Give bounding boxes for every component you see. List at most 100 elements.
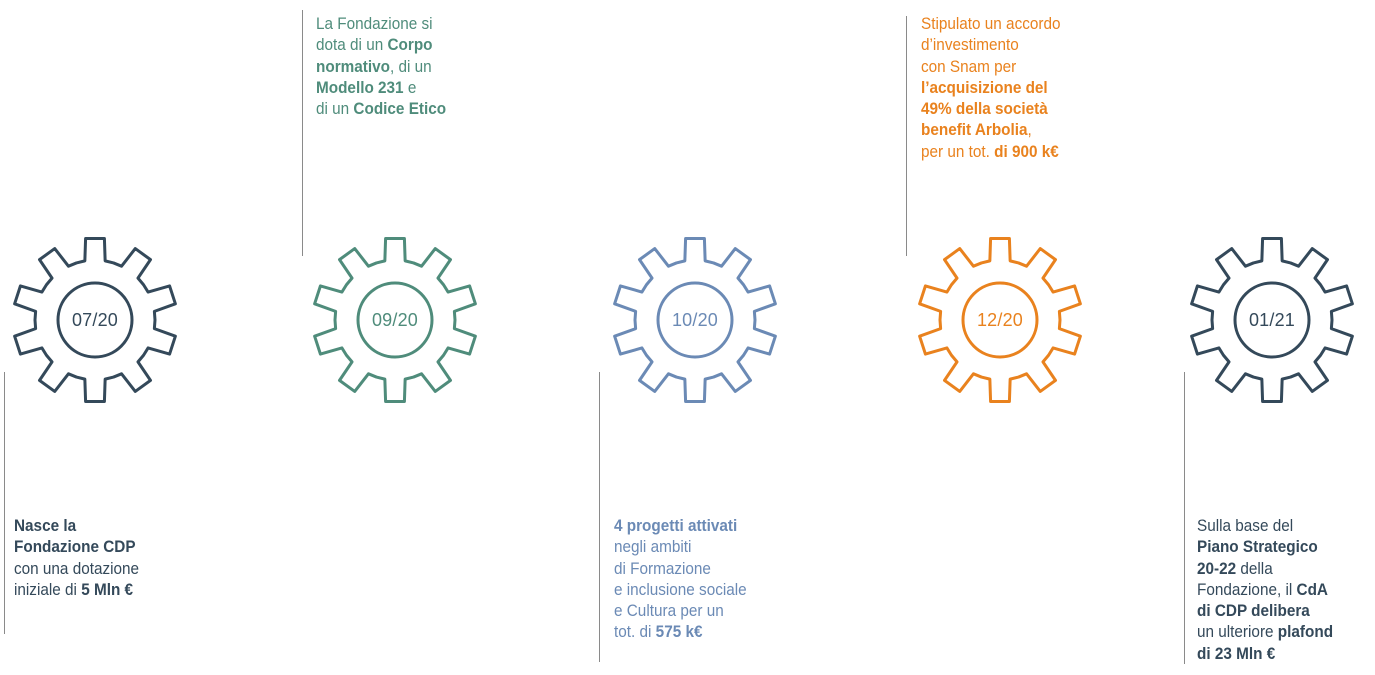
gear-10-20: 10/20 (607, 232, 783, 408)
text-line: di CDP delibera (1197, 600, 1333, 621)
gear-icon (1190, 237, 1354, 403)
milestone-date: 07/20 (71, 309, 119, 330)
bold-run: di 900 k€ (994, 141, 1059, 161)
gear-inner-ring (961, 281, 1039, 359)
gear-inner-ring (56, 281, 134, 359)
gear-inner-ring (1233, 281, 1311, 359)
text-line: e inclusione sociale (614, 579, 747, 600)
bold-run: normativo (316, 56, 390, 76)
text-run: Stipulato un accordo (921, 14, 1061, 33)
text-line: iniziale di 5 Mln € (14, 579, 139, 600)
connector-line-10-20 (599, 372, 600, 662)
milestone-date: 01/21 (1248, 309, 1296, 330)
text-line: con una dotazione (14, 558, 139, 579)
bold-run: CdA (1296, 579, 1328, 599)
gear-07-20: 07/20 (7, 232, 183, 408)
gear-inner-ring (656, 281, 734, 359)
text-line: 4 progetti attivati (614, 515, 747, 536)
bold-run: Modello 231 (316, 77, 404, 97)
text-line: 20-22 della (1197, 558, 1333, 579)
bold-run: 49% della società (921, 99, 1048, 119)
milestone-date: 12/20 (976, 309, 1024, 330)
gear-icon (13, 237, 177, 403)
text-line: dota di un Corpo (316, 34, 446, 55)
gear-outline (1190, 237, 1354, 403)
connector-line-07-20 (4, 372, 5, 634)
text-line: per un tot. di 900 k€ (921, 141, 1061, 162)
text-run: e inclusione sociale (614, 579, 747, 599)
text-line: Sulla base del (1197, 515, 1333, 536)
gear-icon (613, 237, 777, 403)
bold-run: 4 progetti attivati (614, 516, 738, 535)
connector-line-12-20 (906, 16, 907, 256)
gear-01-21: 01/21 (1184, 232, 1360, 408)
gear-outline (918, 237, 1082, 403)
text-line: La Fondazione si (316, 13, 446, 34)
text-line: Modello 231 e (316, 77, 446, 98)
text-run: e Cultura per un (614, 601, 724, 621)
text-run: e (403, 77, 417, 97)
bold-run: di 23 Mln € (1197, 643, 1276, 663)
text-run: d’investimento (921, 35, 1019, 55)
text-line: Piano Strategico (1197, 536, 1333, 557)
text-line: e Cultura per un (614, 600, 747, 621)
gear-outline (313, 237, 477, 403)
text-run: della (1236, 558, 1273, 578)
text-run: per un tot. (921, 141, 995, 161)
text-line: con Snam per (921, 56, 1061, 77)
bold-run: Nasce la (14, 516, 77, 535)
text-line: di Formazione (614, 558, 747, 579)
text-run: negli ambiti (614, 537, 692, 557)
text-line: 49% della società (921, 98, 1061, 119)
text-run: di Formazione (614, 558, 711, 578)
text-line: di un Codice Etico (316, 98, 446, 119)
bold-run: Fondazione CDP (14, 537, 136, 557)
text-line: Fondazione CDP (14, 536, 139, 557)
bold-run: Corpo (387, 35, 433, 55)
text-line: d’investimento (921, 34, 1061, 55)
bold-run: 5 Mln € (81, 579, 134, 599)
text-run: Sulla base del (1197, 516, 1294, 535)
text-run: con una dotazione (14, 558, 140, 578)
text-line: l’acquisizione del (921, 77, 1061, 98)
gear-09-20: 09/20 (307, 232, 483, 408)
text-run: Fondazione, il (1197, 579, 1297, 599)
bold-run: benefit Arbolia (921, 120, 1028, 140)
text-run: La Fondazione si (316, 14, 433, 33)
text-run: , (1027, 120, 1032, 140)
milestone-date: 10/20 (671, 309, 719, 330)
bold-run: di CDP delibera (1197, 601, 1310, 621)
bold-run: Codice Etico (353, 99, 447, 119)
bold-run: 20-22 (1197, 558, 1237, 578)
bold-run: l’acquisizione del (921, 77, 1048, 97)
gear-outline (13, 237, 177, 403)
bold-run: Piano Strategico (1197, 537, 1318, 557)
text-run: un ulteriore (1197, 622, 1278, 642)
text-line: Stipulato un accordo (921, 13, 1061, 34)
text-line: un ulteriore plafond (1197, 621, 1333, 642)
gear-icon (918, 237, 1082, 403)
text-line: benefit Arbolia, (921, 119, 1061, 140)
text-line: normativo, di un (316, 56, 446, 77)
connector-line-09-20 (302, 10, 303, 256)
milestone-date: 09/20 (371, 309, 419, 330)
bold-run: 575 k€ (655, 622, 703, 642)
text-line: Fondazione, il CdA (1197, 579, 1333, 600)
gear-outline (613, 237, 777, 403)
gear-icon (313, 237, 477, 403)
text-run: di un (316, 99, 354, 119)
text-run: con Snam per (921, 56, 1017, 76)
bold-run: plafond (1277, 622, 1334, 642)
text-line: di 23 Mln € (1197, 643, 1333, 664)
gear-12-20: 12/20 (912, 232, 1088, 408)
gear-inner-ring (356, 281, 434, 359)
text-run: dota di un (316, 35, 388, 55)
text-run: , di un (389, 56, 432, 76)
text-line: negli ambiti (614, 536, 747, 557)
text-line: tot. di 575 k€ (614, 621, 747, 642)
